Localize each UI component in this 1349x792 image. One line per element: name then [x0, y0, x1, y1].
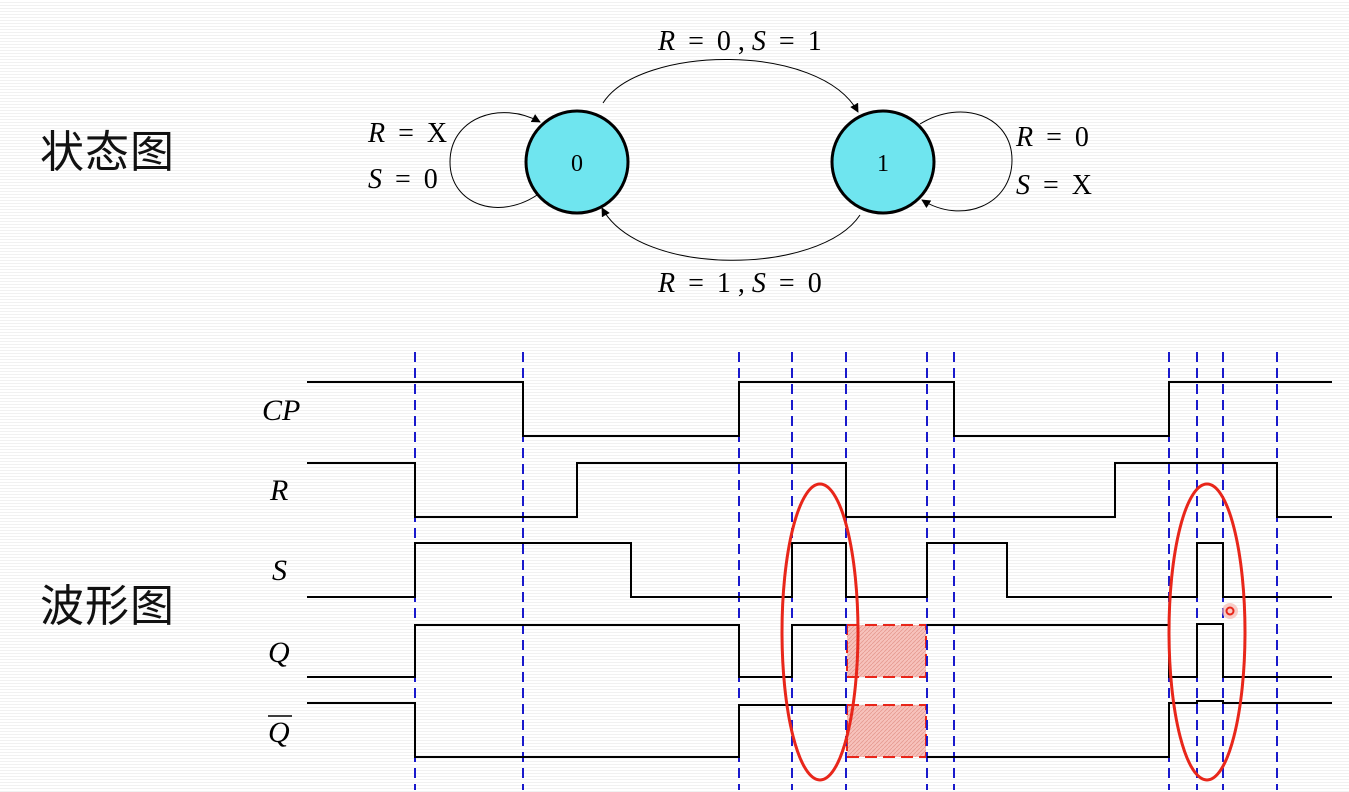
- waveform-title: 波形图: [40, 581, 175, 632]
- signal-label-cp: CP: [262, 394, 300, 427]
- label-loop0-s: S = 0: [368, 164, 438, 195]
- label-loop1-s: S = X: [1016, 170, 1092, 201]
- state-0-node: [524, 109, 630, 215]
- self-loop-state-0: [449, 112, 541, 208]
- indeterminate-region-qbar: [846, 704, 927, 758]
- state-diagram: 0 1 R = 0 , S = 1 R = 1 , S = 0 R = X: [367, 26, 1092, 299]
- state-0-label: 0: [571, 151, 583, 177]
- indeterminate-region-q: [846, 624, 927, 678]
- label-loop0-r: R = X: [367, 118, 447, 149]
- transition-0-to-1-arc: [602, 59, 859, 113]
- highlight-ellipse-2: [1167, 482, 1247, 782]
- state-diagram-title: 状态图: [40, 127, 175, 178]
- signal-label-r: R: [269, 474, 288, 507]
- waveform-q-cont: [927, 623, 1332, 678]
- label-transition-0-to-1: R = 0 , S = 1: [657, 26, 822, 57]
- label-transition-1-to-0: R = 1 , S = 0: [657, 268, 822, 299]
- state-1-label: 1: [877, 151, 889, 177]
- label-loop1-r: R = 0: [1015, 122, 1089, 153]
- pointer-dot-core: [1225, 606, 1235, 616]
- waveform-cp: [307, 381, 1332, 437]
- pointer-dot: [1222, 603, 1238, 619]
- transition-1-to-0-arc: [601, 207, 861, 261]
- highlight-ellipse-1: [780, 482, 860, 782]
- signal-label-s: S: [272, 554, 287, 587]
- state-1-node: [830, 109, 936, 215]
- signal-label-q: Q: [268, 636, 290, 669]
- waveform-qbar-cont: [927, 700, 1332, 758]
- waveform-diagram: CP R S Q Q: [262, 352, 1332, 790]
- waveform-s: [307, 542, 1332, 598]
- waveform-qbar: [307, 702, 846, 758]
- self-loop-state-1: [919, 111, 1013, 212]
- signal-label-qbar: Q: [268, 716, 290, 749]
- waveform-r: [307, 462, 1332, 518]
- waveform-q: [307, 624, 846, 678]
